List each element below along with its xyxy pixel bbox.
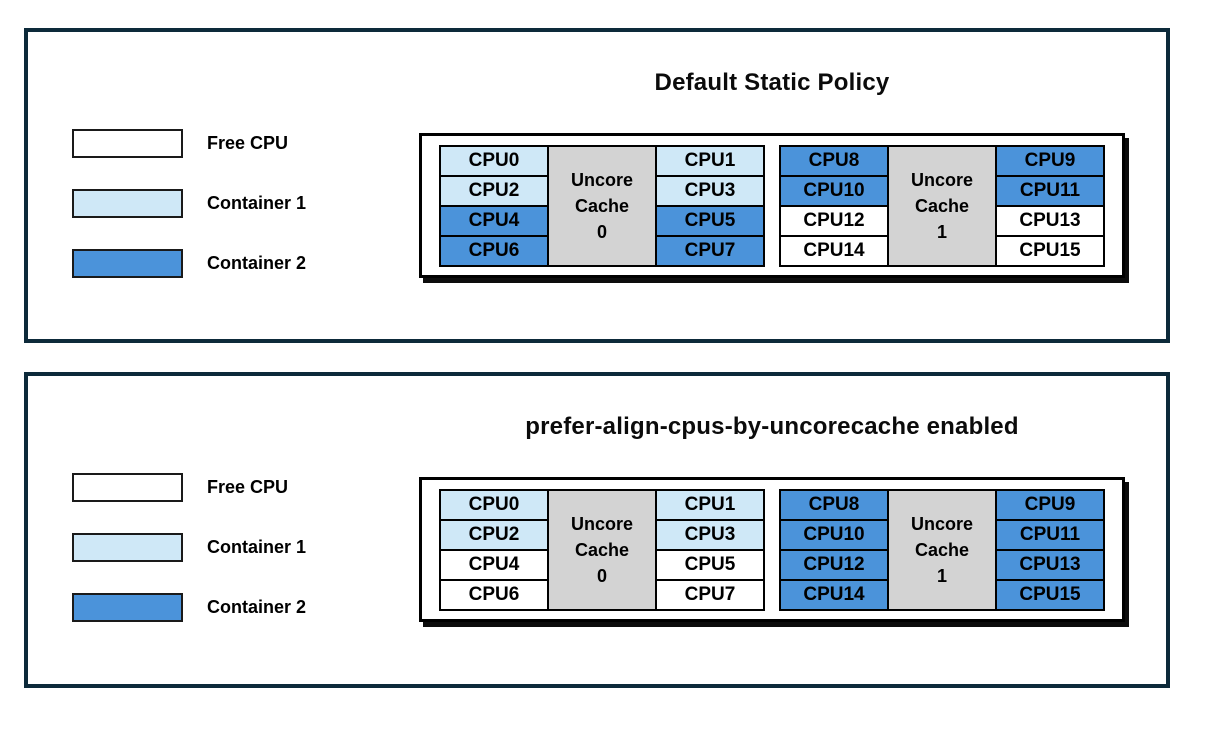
cpu-cell: CPU10 [779,518,889,551]
cpu-column-left: CPU0 CPU2 CPU4 CPU6 [439,488,549,611]
cpu-column-right: CPU9 CPU11 CPU13 CPU15 [995,144,1105,267]
uncore-cache-1-group: CPU8 CPU10 CPU12 CPU14 Uncore Cache 1 CP… [779,144,1105,267]
cpu-cell: CPU10 [779,174,889,207]
cpu-cell: CPU8 [779,488,889,521]
cache-label-line: 0 [596,565,607,586]
cpu-cell: CPU5 [655,548,765,581]
legend-swatch-container-2 [72,249,183,278]
cache-label-line: Cache [574,195,630,216]
cache-label-line: Uncore [570,169,633,190]
cache-label-line: 1 [936,221,947,242]
cpu-cell: CPU15 [995,234,1105,267]
cpu-cell: CPU14 [779,234,889,267]
cpu-topology-diagram: CPU0 CPU2 CPU4 CPU6 Uncore Cache 0 CPU1 … [419,133,1125,278]
panel-default-static-policy: Default Static Policy Free CPU Container… [24,28,1170,343]
cache-label-line: Cache [914,195,970,216]
cpu-cell: CPU3 [655,174,765,207]
legend-swatch-container-2 [72,593,183,622]
cpu-cell: CPU1 [655,144,765,177]
panel-title: prefer-align-cpus-by-uncorecache enabled [525,413,1019,440]
cpu-cell: CPU7 [655,234,765,267]
cpu-cell: CPU14 [779,578,889,611]
cpu-cell: CPU7 [655,578,765,611]
legend-item-container-1: Container 1 [72,533,306,562]
cache-label-line: 1 [936,565,947,586]
legend-label: Container 2 [207,253,307,273]
cpu-column-left: CPU8 CPU10 CPU12 CPU14 [779,488,889,611]
cpu-cell: CPU9 [995,488,1105,521]
cpu-cell: CPU2 [439,174,549,207]
panel-title: Default Static Policy [654,69,890,96]
cpu-column-left: CPU8 CPU10 CPU12 CPU14 [779,144,889,267]
cpu-cell: CPU4 [439,548,549,581]
legend-item-container-1: Container 1 [72,189,306,218]
cpu-cell: CPU11 [995,174,1105,207]
legend-item-free-cpu: Free CPU [72,473,306,502]
legend-swatch-free [72,129,183,158]
cpu-cell: CPU5 [655,204,765,237]
uncore-cache-0-group: CPU0 CPU2 CPU4 CPU6 Uncore Cache 0 CPU1 … [439,144,765,267]
uncore-cache-block: Uncore Cache 0 [547,488,657,611]
legend-label: Container 2 [207,597,307,617]
legend-swatch-container-1 [72,533,183,562]
cpu-cell: CPU15 [995,578,1105,611]
cpu-column-right: CPU9 CPU11 CPU13 CPU15 [995,488,1105,611]
uncore-cache-1-group: CPU8 CPU10 CPU12 CPU14 Uncore Cache 1 CP… [779,488,1105,611]
cache-label-line: Uncore [910,169,973,190]
cache-label-line: Uncore [570,513,633,534]
cpu-cell: CPU12 [779,204,889,237]
cpu-cell: CPU11 [995,518,1105,551]
legend-item-free-cpu: Free CPU [72,129,306,158]
uncore-cache-block: Uncore Cache 1 [887,488,997,611]
cpu-cell: CPU6 [439,578,549,611]
cpu-column-right: CPU1 CPU3 CPU5 CPU7 [655,488,765,611]
cache-label-line: Uncore [910,513,973,534]
legend: Free CPU Container 1 Container 2 [72,129,306,309]
uncore-cache-block: Uncore Cache 0 [547,144,657,267]
cpu-column-left: CPU0 CPU2 CPU4 CPU6 [439,144,549,267]
legend-item-container-2: Container 2 [72,249,306,278]
cache-label-line: Cache [914,539,970,560]
cpu-cell: CPU9 [995,144,1105,177]
cpu-cell: CPU13 [995,204,1105,237]
legend-swatch-container-1 [72,189,183,218]
cpu-cell: CPU8 [779,144,889,177]
uncore-cache-0-group: CPU0 CPU2 CPU4 CPU6 Uncore Cache 0 CPU1 … [439,488,765,611]
cpu-cell: CPU4 [439,204,549,237]
cpu-cell: CPU0 [439,488,549,521]
cpu-cell: CPU3 [655,518,765,551]
cpu-topology-diagram: CPU0 CPU2 CPU4 CPU6 Uncore Cache 0 CPU1 … [419,477,1125,622]
legend-label: Container 1 [207,537,307,557]
panel-prefer-align-uncorecache: prefer-align-cpus-by-uncorecache enabled… [24,372,1170,688]
cpu-cell: CPU12 [779,548,889,581]
legend-label: Free CPU [207,133,289,153]
cpu-column-right: CPU1 CPU3 CPU5 CPU7 [655,144,765,267]
cache-label-line: Cache [574,539,630,560]
cpu-cell: CPU2 [439,518,549,551]
legend-item-container-2: Container 2 [72,593,306,622]
legend-label: Free CPU [207,477,289,497]
legend-swatch-free [72,473,183,502]
cache-label-line: 0 [596,221,607,242]
legend: Free CPU Container 1 Container 2 [72,473,306,653]
cpu-cell: CPU6 [439,234,549,267]
cpu-cell: CPU13 [995,548,1105,581]
uncore-cache-block: Uncore Cache 1 [887,144,997,267]
legend-label: Container 1 [207,193,307,213]
cpu-cell: CPU0 [439,144,549,177]
cpu-cell: CPU1 [655,488,765,521]
